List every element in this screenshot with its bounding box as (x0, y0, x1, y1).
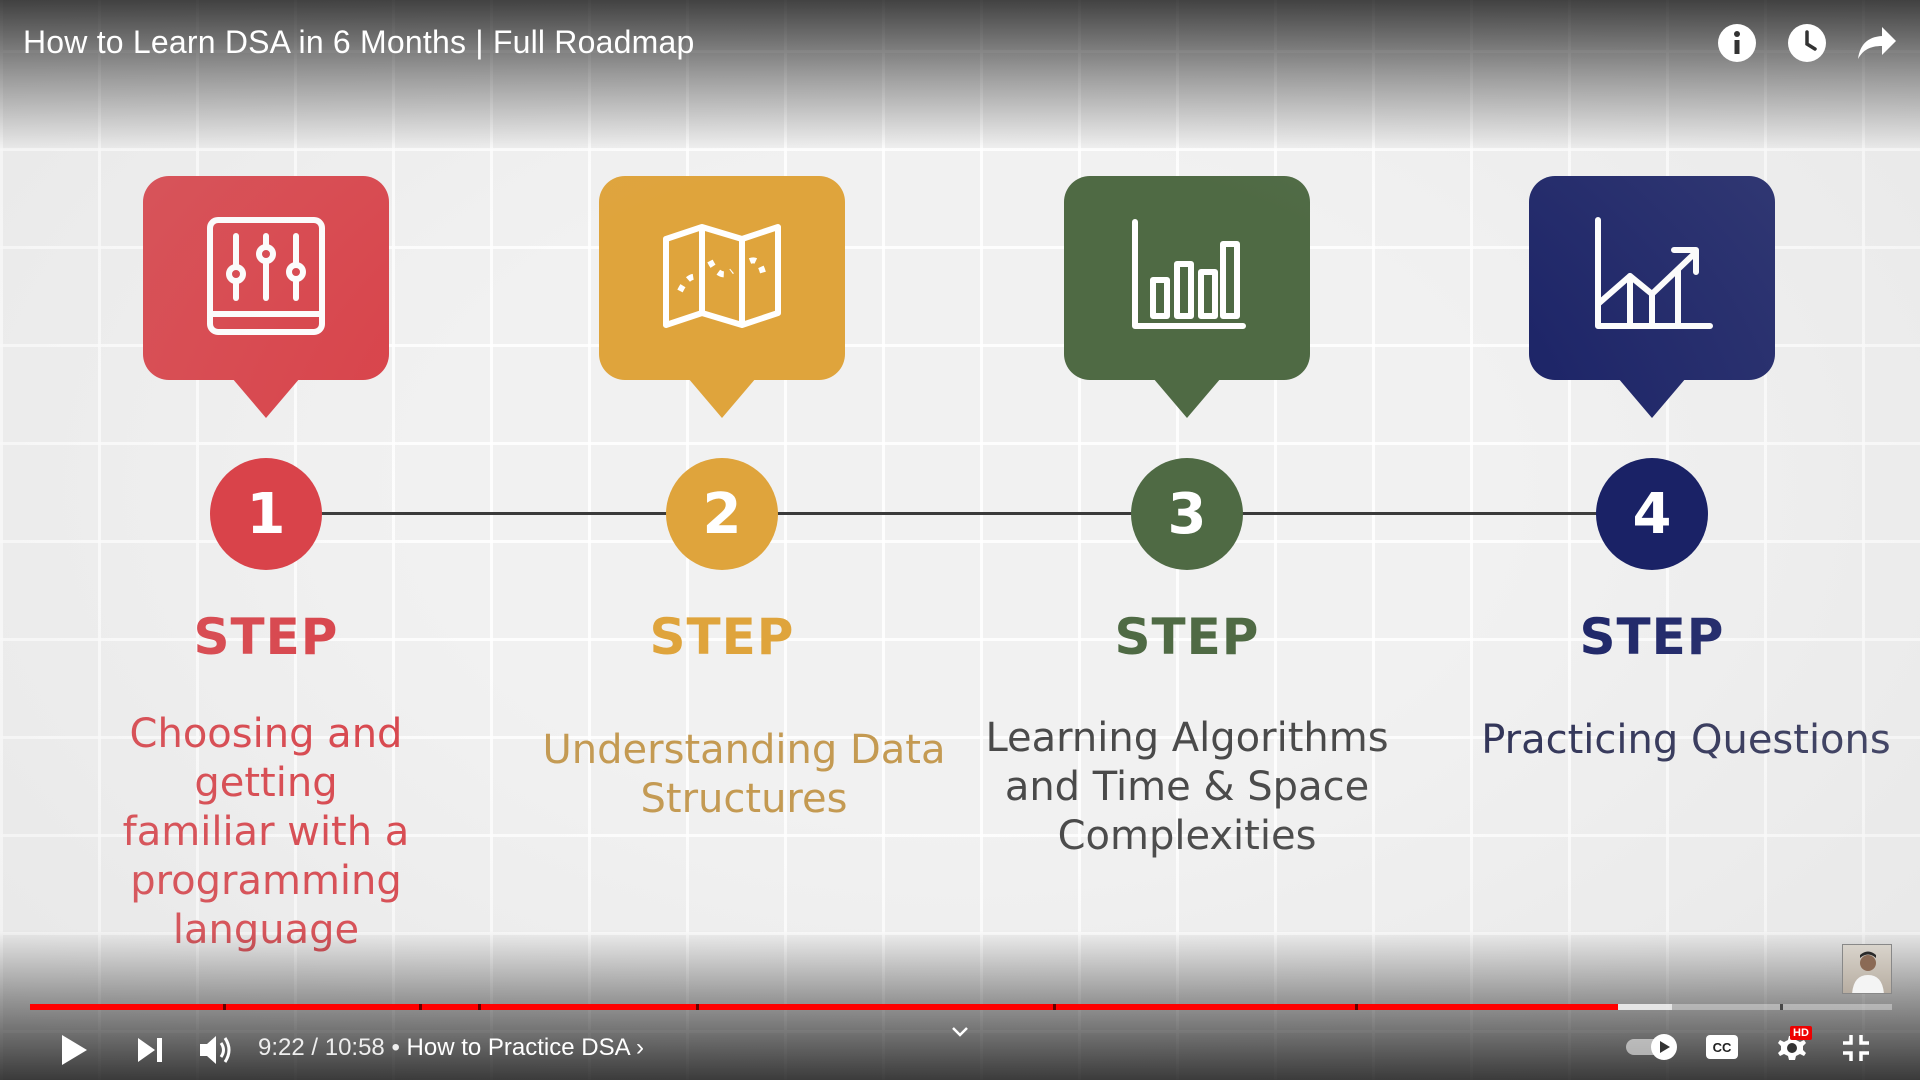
chapter-arrow-icon: › (635, 1034, 644, 1061)
step-3-description-line: and Time & Space (1004, 764, 1370, 810)
top-gradient (0, 0, 1920, 150)
info-icon[interactable] (1716, 22, 1758, 64)
play-button[interactable] (56, 1030, 92, 1070)
clock-icon[interactable] (1786, 22, 1828, 64)
exit-fullscreen-icon (1843, 1035, 1869, 1061)
volume-button[interactable] (196, 1030, 236, 1070)
growth-chart-icon (1590, 214, 1714, 343)
hd-badge: HD (1790, 1026, 1812, 1040)
exit-fullscreen-button[interactable] (1838, 1030, 1874, 1066)
step-3-number: 3 (1131, 458, 1243, 570)
chapters-expand-button[interactable] (948, 1022, 972, 1042)
player-controls: 9:22 / 10:58 • How to Practice DSA › CC … (0, 1020, 1920, 1075)
timeline-connector (266, 512, 682, 515)
step-4-label: STEP (1579, 608, 1725, 666)
chapter-divider (696, 1004, 699, 1010)
play-icon (62, 1035, 87, 1065)
step-2-description: Understanding Data Structures (534, 726, 954, 824)
step-1-description: Choosing and getting familiar with a pro… (56, 710, 476, 955)
step-3: 3 STEP Learning Algorithms and Time & Sp… (977, 0, 1397, 1000)
step-1-description-line: programming (130, 858, 402, 904)
step-2: 2 STEP Understanding Data Structures (512, 0, 945, 1000)
step-2-description-line: Structures (640, 776, 848, 822)
step-1-label: STEP (193, 608, 339, 666)
svg-text:CC: CC (1713, 1040, 1732, 1055)
step-1-pointer (232, 378, 300, 418)
step-3-description-line: Complexities (1057, 813, 1317, 859)
chapter-divider (478, 1004, 481, 1010)
timeline-connector (1187, 512, 1607, 515)
step-1: 1 STEP Choosing and getting familiar wit… (56, 0, 476, 1000)
progress-bar[interactable] (30, 1004, 1892, 1010)
chapter-divider (1780, 1004, 1783, 1010)
chapter-divider (1053, 1004, 1056, 1010)
step-3-card (1064, 176, 1310, 380)
map-icon (660, 221, 784, 336)
chapter-title: How to Practice DSA (406, 1034, 630, 1061)
time-display: 9:22 / 10:58 • How to Practice DSA › (258, 1034, 644, 1062)
step-3-description: Learning Algorithms and Time & Space Com… (977, 714, 1397, 861)
volume-icon (200, 1036, 231, 1064)
bar-chart-icon (1125, 214, 1249, 343)
sliders-icon (204, 214, 328, 343)
top-actions (1716, 22, 1898, 64)
chapter-divider (419, 1004, 422, 1010)
step-4-description: Practicing Questions (1466, 716, 1906, 765)
autoplay-toggle[interactable] (1624, 1030, 1680, 1064)
captions-button[interactable]: CC (1704, 1030, 1740, 1064)
time-separator: • (391, 1034, 400, 1061)
step-4-card (1529, 176, 1775, 380)
time-readout: 9:22 / 10:58 (258, 1034, 385, 1061)
step-2-pointer (688, 378, 756, 418)
step-4-number: 4 (1596, 458, 1708, 570)
share-icon[interactable] (1856, 22, 1898, 64)
step-1-description-line: familiar with a (122, 809, 410, 855)
next-icon (138, 1038, 162, 1062)
step-3-description-line: Learning Algorithms (985, 715, 1389, 761)
progress-played (30, 1004, 1618, 1010)
step-2-card (599, 176, 845, 380)
chapter-divider (1355, 1004, 1358, 1010)
step-4-description-line: Practicing Questions (1481, 717, 1891, 763)
step-2-number: 2 (666, 458, 778, 570)
chevron-down-icon (952, 1027, 968, 1037)
step-1-number: 1 (210, 458, 322, 570)
chapter-divider (223, 1004, 226, 1010)
step-1-description-line: Choosing and getting (129, 711, 403, 806)
video-title[interactable]: How to Learn DSA in 6 Months | Full Road… (23, 24, 695, 60)
step-4: 4 STEP Practicing Questions (1442, 0, 1891, 1000)
step-2-label: STEP (649, 608, 795, 666)
step-4-pointer (1618, 378, 1686, 418)
settings-icon (1778, 1036, 1806, 1060)
step-2-description-line: Understanding Data (542, 727, 946, 773)
step-3-pointer (1153, 378, 1221, 418)
presenter-thumbnail (1842, 944, 1892, 994)
settings-button[interactable]: HD (1770, 1026, 1814, 1068)
step-1-card (143, 176, 389, 380)
step-3-label: STEP (1114, 608, 1260, 666)
captions-icon: CC (1706, 1035, 1738, 1059)
timeline-connector (722, 512, 1142, 515)
next-button[interactable] (132, 1030, 168, 1070)
chapter-title-link[interactable]: How to Practice DSA › (407, 1034, 644, 1061)
